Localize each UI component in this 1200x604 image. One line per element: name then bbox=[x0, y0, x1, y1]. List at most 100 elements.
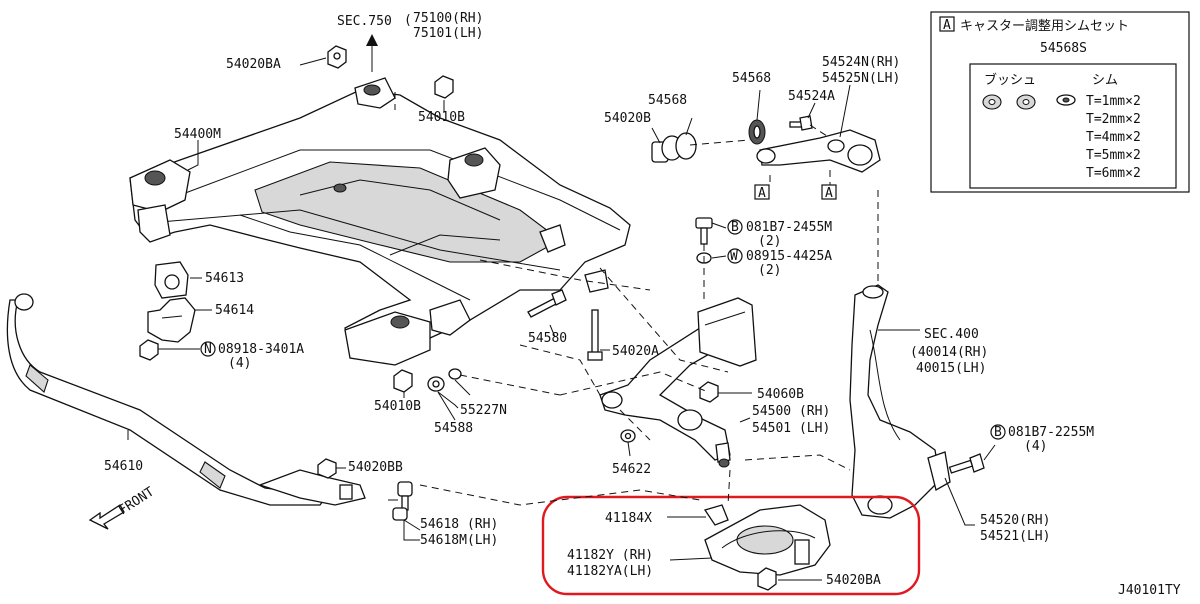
label-081B7-2455M[interactable]: 081B7-2455M bbox=[746, 220, 832, 235]
label-54501-lh[interactable]: 54501 (LH) bbox=[752, 421, 830, 436]
legend-marker-box bbox=[939, 16, 955, 32]
legend-shim-2: T=2mm×2 bbox=[1086, 112, 1141, 127]
legend-inner-frame bbox=[969, 63, 1177, 189]
label-marker-A-left: A bbox=[758, 186, 766, 201]
label-08918[interactable]: 08918-3401A bbox=[218, 342, 304, 357]
label-08918-qty: (4) bbox=[228, 356, 251, 371]
legend-col-bush: ブッシュ bbox=[984, 72, 1036, 88]
label-41184X[interactable]: 41184X bbox=[605, 511, 652, 526]
washer-54622[interactable] bbox=[620, 429, 636, 443]
label-sec400[interactable]: SEC.400 bbox=[924, 327, 979, 342]
label-54610[interactable]: 54610 bbox=[104, 459, 143, 474]
label-54618-rh[interactable]: 54618 (RH) bbox=[420, 517, 498, 532]
label-54614[interactable]: 54614 bbox=[215, 303, 254, 318]
front-arrow bbox=[88, 504, 125, 530]
label-081B7-2255M-qty: (4) bbox=[1024, 439, 1047, 454]
label-sec750[interactable]: SEC.750 bbox=[337, 14, 392, 29]
legend-part-number[interactable]: 54568S bbox=[1040, 41, 1087, 56]
label-54588[interactable]: 54588 bbox=[434, 421, 473, 436]
label-54020BA-top[interactable]: 54020BA bbox=[226, 57, 281, 72]
paren-open: ( bbox=[404, 13, 412, 28]
label-54613[interactable]: 54613 bbox=[205, 271, 244, 286]
bolt-54580[interactable] bbox=[527, 289, 567, 318]
legend-shim-5: T=6mm×2 bbox=[1086, 166, 1141, 181]
label-54020B[interactable]: 54020B bbox=[604, 111, 651, 126]
bolt-54524A[interactable] bbox=[789, 115, 813, 131]
label-54521-lh[interactable]: 54521(LH) bbox=[980, 529, 1050, 544]
nut-54020BB[interactable] bbox=[317, 458, 337, 479]
nut-08918[interactable] bbox=[139, 339, 159, 361]
label-54020BA-bottom[interactable]: 54020BA bbox=[826, 573, 881, 588]
stabilizer-bar[interactable] bbox=[6, 293, 366, 506]
nut-54010B-bottom[interactable] bbox=[393, 369, 413, 393]
label-54622[interactable]: 54622 bbox=[612, 462, 651, 477]
label-081B7-2455M-qty: (2) bbox=[758, 234, 781, 249]
nut-54060B[interactable] bbox=[699, 381, 719, 403]
heat-insulator-group[interactable] bbox=[703, 504, 831, 576]
legend-shim-4: T=5mm×2 bbox=[1086, 148, 1141, 163]
circle-B-lower bbox=[990, 424, 1006, 440]
label-54580[interactable]: 54580 bbox=[528, 331, 567, 346]
label-55227N[interactable]: 55227N bbox=[460, 403, 507, 418]
label-sec750-lh: 75101(LH) bbox=[413, 26, 483, 41]
label-08915[interactable]: 08915-4425A bbox=[746, 249, 832, 264]
steering-knuckle[interactable] bbox=[849, 284, 941, 519]
label-sec750-rh: 75100(RH) bbox=[413, 11, 483, 26]
highlight-box bbox=[541, 495, 921, 596]
bolt-081B7-2455M[interactable] bbox=[695, 217, 713, 245]
label-081B7-2255M[interactable]: 081B7-2255M bbox=[1008, 425, 1094, 440]
circle-B-upper bbox=[727, 219, 743, 235]
label-54020A[interactable]: 54020A bbox=[612, 344, 659, 359]
bushing-54568[interactable] bbox=[675, 119, 766, 160]
legend-marker: A bbox=[943, 18, 951, 33]
legend-title: キャスター調整用シムセット bbox=[960, 19, 1129, 34]
label-08915-qty: (2) bbox=[758, 263, 781, 278]
legend-shim-3: T=4mm×2 bbox=[1086, 130, 1141, 145]
label-54568-a[interactable]: 54568 bbox=[732, 71, 771, 86]
label-circle-B-lower: B bbox=[994, 425, 1002, 440]
nut-54020BA-bottom[interactable] bbox=[757, 567, 777, 591]
suspension-member[interactable] bbox=[129, 77, 631, 366]
legend-col-shim: シム bbox=[1092, 73, 1118, 88]
label-circle-B-upper: B bbox=[731, 220, 739, 235]
label-54618M-lh[interactable]: 54618M(LH) bbox=[420, 533, 498, 548]
nut-54010B-top[interactable] bbox=[434, 75, 454, 99]
assembly-lines bbox=[394, 92, 879, 506]
label-54010B-top[interactable]: 54010B bbox=[418, 110, 465, 125]
stabilizer-bushing[interactable] bbox=[154, 261, 189, 299]
upper-link[interactable] bbox=[756, 129, 881, 173]
label-marker-A-right: A bbox=[825, 186, 833, 201]
caster-shim-legend: A キャスター調整用シムセット 54568S ブッシュ シム T=1mm×2 T… bbox=[930, 11, 1190, 193]
label-54060B[interactable]: 54060B bbox=[757, 387, 804, 402]
marker-A-left bbox=[754, 184, 770, 200]
bracket-54520[interactable] bbox=[927, 451, 951, 491]
label-circle-N: N bbox=[204, 342, 212, 357]
bolt-54020A[interactable] bbox=[587, 309, 603, 361]
bracket-54060B[interactable] bbox=[697, 297, 757, 367]
label-circle-W: W bbox=[730, 249, 738, 264]
label-54524A[interactable]: 54524A bbox=[788, 89, 835, 104]
label-41182Y-rh[interactable]: 41182Y (RH) bbox=[567, 548, 653, 563]
label-54500-rh[interactable]: 54500 (RH) bbox=[752, 404, 830, 419]
part-labels: SEC.750 ( 75100(RH) 75101(LH) 54020BA 54… bbox=[104, 11, 1181, 598]
label-54400M[interactable]: 54400M bbox=[174, 127, 221, 142]
bolt-081B7-2255M[interactable] bbox=[948, 453, 985, 474]
sec750-arrow bbox=[366, 34, 378, 72]
label-41182YA-lh[interactable]: 41182YA(LH) bbox=[567, 564, 653, 579]
marker-A-right bbox=[821, 184, 837, 200]
label-54525N-lh[interactable]: 54525N(LH) bbox=[822, 71, 900, 86]
label-54520-rh[interactable]: 54520(RH) bbox=[980, 513, 1050, 528]
legend-shim-1: T=1mm×2 bbox=[1086, 94, 1141, 109]
label-54524N-rh[interactable]: 54524N(RH) bbox=[822, 55, 900, 70]
label-front: FRONT bbox=[116, 484, 157, 518]
stabilizer-clamp[interactable] bbox=[147, 297, 196, 343]
label-54020BB[interactable]: 54020BB bbox=[348, 460, 403, 475]
label-54010B-bottom[interactable]: 54010B bbox=[374, 399, 421, 414]
label-54568-b[interactable]: 54568 bbox=[648, 93, 687, 108]
stabilizer-connecting-rod[interactable] bbox=[388, 481, 413, 521]
washer-55227N[interactable] bbox=[427, 368, 462, 392]
circle-W bbox=[727, 248, 743, 264]
nut-54020BA-top[interactable] bbox=[327, 45, 347, 69]
